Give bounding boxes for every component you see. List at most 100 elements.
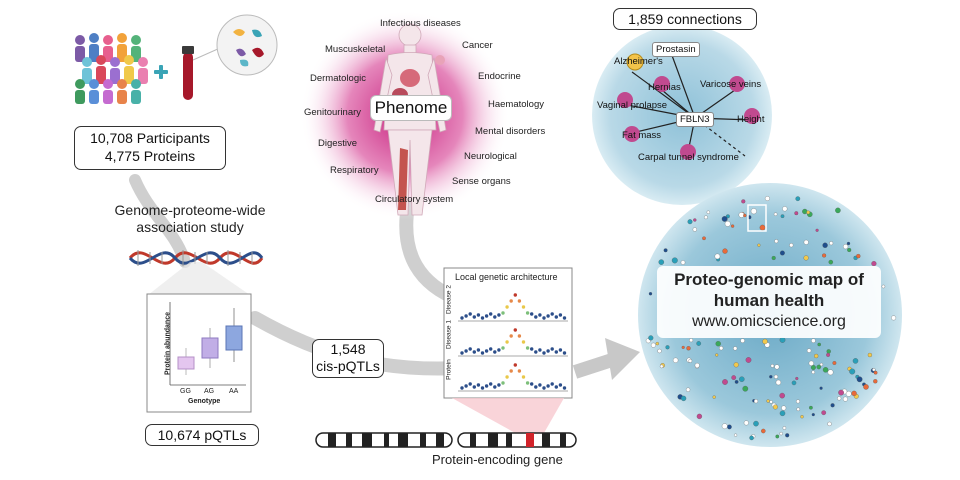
map-node [671, 257, 678, 264]
network-node-varicose-veins: Varicose veins [700, 79, 762, 90]
locus-point [501, 311, 505, 315]
map-node [851, 390, 857, 397]
map-node [655, 341, 659, 346]
locus-point [472, 385, 476, 389]
map-node [867, 352, 873, 358]
map-node [782, 206, 788, 212]
map-title-line1: Proteo-genomic map of [674, 270, 864, 289]
map-node [811, 370, 815, 374]
map-node [806, 348, 812, 353]
map-node [680, 395, 687, 402]
map-node [779, 410, 786, 417]
map-node [849, 368, 856, 375]
locus-point [509, 334, 513, 338]
network-node-alzheimers: Alzheimer's [614, 56, 663, 67]
locus-point [558, 348, 563, 352]
map-node [846, 241, 851, 246]
locus-point [558, 383, 563, 387]
map-node [816, 364, 822, 370]
map-node [842, 396, 848, 402]
locus-point [538, 348, 542, 352]
box-AG [201, 337, 219, 359]
map-node [791, 380, 797, 386]
map-node [780, 214, 785, 219]
map-title-box: Proteo-genomic map of human health www.o… [657, 266, 881, 338]
map-node [838, 389, 844, 396]
local-architecture-axes [458, 320, 568, 392]
locus-point [546, 314, 550, 318]
map-node [733, 362, 739, 368]
map-network-nodes [645, 196, 897, 441]
map-node [794, 211, 799, 216]
map-node [817, 342, 821, 347]
locus-point [554, 385, 558, 389]
map-node [731, 375, 737, 380]
map-node [715, 353, 719, 357]
locus-point [489, 347, 493, 351]
map-node [704, 215, 708, 220]
locus-point [509, 299, 513, 303]
phenome-cat-circulatory: Circulatory system [375, 194, 454, 205]
locus-point [530, 382, 534, 386]
map-node [822, 242, 828, 248]
map-node [829, 241, 834, 246]
phenome-cat-musculoskeletal: Muscuskeletal [325, 44, 386, 55]
map-node [775, 379, 782, 386]
track-label-disease1: Disease 1 [445, 320, 453, 349]
gene-label: Protein-encoding gene [432, 452, 563, 467]
map-node [837, 396, 842, 401]
locus-point [493, 350, 497, 354]
phenome-cat-neurological: Neurological [464, 151, 517, 162]
map-node [803, 255, 809, 261]
map-node [891, 315, 897, 321]
locus-point [476, 313, 481, 317]
map-node [843, 244, 849, 250]
map-node [681, 345, 685, 349]
locus-point [554, 350, 558, 354]
phenome-cat-sense-organs: Sense organs [452, 176, 511, 187]
map-node [689, 338, 694, 343]
boxplot-tick-AA: AA [229, 388, 239, 395]
map-node [852, 358, 859, 364]
local-architecture-points [460, 293, 567, 390]
protein-bubble-icon [192, 14, 278, 76]
connections-box: 1,859 connections [613, 8, 757, 30]
map-node [648, 292, 653, 296]
map-node [775, 434, 780, 439]
map-node [796, 407, 800, 412]
map-node [650, 342, 656, 348]
map-node [722, 379, 728, 385]
locus-point [562, 351, 567, 355]
map-node [873, 379, 878, 384]
map-node [773, 212, 778, 216]
network-nodes [617, 53, 760, 160]
locus-point [493, 315, 497, 319]
locus-point [480, 351, 485, 355]
track-label-disease2: Disease 2 [445, 285, 453, 314]
locus-point [525, 311, 530, 315]
locus-point [497, 348, 501, 352]
map-node [779, 250, 785, 256]
map-node [796, 399, 800, 404]
locus-point [562, 386, 567, 390]
phenome-cat-cancer: Cancer [462, 40, 493, 51]
locus-point [525, 381, 530, 385]
map-node [730, 224, 735, 228]
map-node [863, 384, 869, 390]
locus-point [521, 340, 526, 344]
locus-point [460, 386, 464, 390]
network-node-height: Height [737, 114, 765, 125]
map-node [782, 426, 787, 430]
cis-pqtls-box: 1,548 cis-pQTLs [312, 339, 384, 378]
map-node [800, 415, 804, 419]
phenome-cat-endocrine: Endocrine [478, 71, 521, 82]
map-url[interactable]: www.omicscience.org [692, 313, 846, 330]
network-node-vaginal-prolapse: Vaginal prolapse [597, 100, 668, 111]
map-node [806, 210, 811, 215]
map-node [672, 357, 679, 363]
locus-point [468, 347, 472, 351]
locus-point [480, 316, 485, 320]
locus-point [497, 383, 501, 387]
map-node [826, 352, 831, 357]
map-node [810, 365, 816, 370]
